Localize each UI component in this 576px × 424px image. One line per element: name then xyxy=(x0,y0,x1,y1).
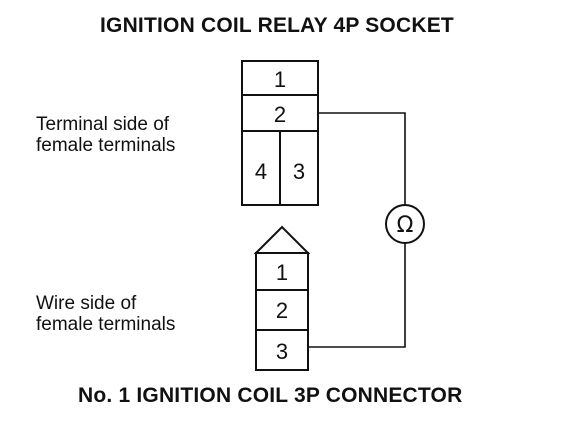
relay-socket xyxy=(241,60,319,206)
test-wire-upper xyxy=(318,112,406,205)
coil-connector-title: No. 1 IGNITION COIL 3P CONNECTOR xyxy=(78,384,463,407)
terminal-side-label: Terminal side of female terminals xyxy=(36,114,175,156)
relay-pin-1: 1 xyxy=(274,67,286,92)
coil-pin-3: 3 xyxy=(276,339,288,364)
coil-pin-2: 2 xyxy=(276,298,288,323)
relay-socket-title: IGNITION COIL RELAY 4P SOCKET xyxy=(100,14,454,37)
coil-connector-outline xyxy=(255,252,309,371)
wire-side-label-line2: female terminals xyxy=(36,314,176,335)
coil-connector-lock-tab xyxy=(253,225,311,254)
terminal-side-label-line1: Terminal side of xyxy=(36,114,170,135)
test-wire-lower xyxy=(308,243,406,348)
relay-pin-4: 4 xyxy=(255,159,267,184)
relay-pin-3: 3 xyxy=(293,159,305,184)
terminal-side-label-line2: female terminals xyxy=(36,135,176,156)
coil-connector xyxy=(253,225,311,371)
ohmmeter-icon xyxy=(385,204,425,244)
relay-pin-2: 2 xyxy=(274,102,286,127)
ohm-symbol: Ω xyxy=(397,213,414,238)
wire-side-label: Wire side of female terminals xyxy=(36,293,175,335)
coil-pin-1: 1 xyxy=(276,260,288,285)
test-wire xyxy=(308,112,406,348)
wire-side-label-line1: Wire side of xyxy=(36,293,137,314)
